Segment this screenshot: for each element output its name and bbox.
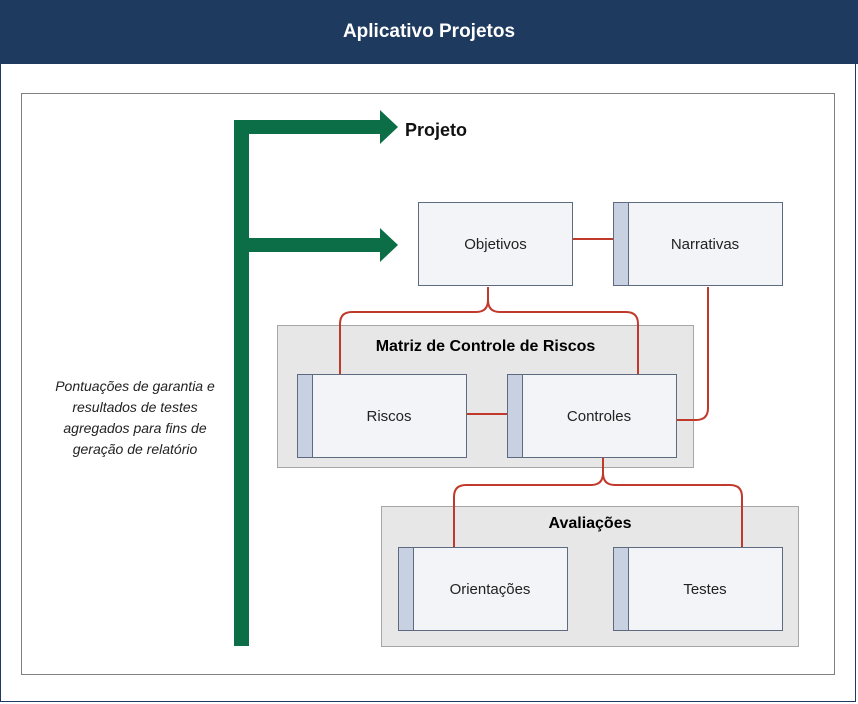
box-objetivos: Objetivos: [418, 202, 573, 286]
app-header: Aplicativo Projetos: [0, 0, 858, 64]
connector-controles-orientacoes: [453, 458, 604, 547]
box-riscos-label: Riscos: [366, 407, 412, 425]
box-controles-bar: [508, 375, 523, 457]
box-orientacoes-bar: [399, 548, 414, 630]
matriz-group-title: Matriz de Controle de Riscos: [375, 338, 596, 355]
green-arrow-top-shaft: [234, 120, 384, 134]
box-controles-label: Controles: [566, 407, 632, 425]
connector-narrativas-controles: [676, 287, 709, 421]
box-narrativas: Narrativas: [613, 202, 783, 286]
box-controles: Controles: [507, 374, 677, 458]
box-riscos: Riscos: [297, 374, 467, 458]
projeto-label: Projeto: [405, 120, 468, 140]
green-arrow-middle-head: [380, 228, 398, 262]
connector-objetivos-controles: [487, 299, 639, 374]
avaliacoes-group-title: Avaliações: [548, 515, 632, 532]
box-objetivos-label: Objetivos: [464, 235, 527, 253]
box-orientacoes-label: Orientações: [449, 580, 531, 598]
box-testes-label: Testes: [683, 580, 727, 598]
app-title: Aplicativo Projetos: [342, 21, 516, 42]
box-narrativas-bar: [614, 203, 629, 285]
connector-objetivos-riscos: [339, 287, 489, 374]
side-note: Pontuações de garantia e resultados de t…: [55, 378, 215, 457]
box-riscos-bar: [298, 375, 313, 457]
box-narrativas-label: Narrativas: [670, 235, 740, 253]
green-vertical-bar: [234, 120, 249, 646]
box-testes: Testes: [613, 547, 783, 631]
box-testes-bar: [614, 548, 629, 630]
green-arrow-middle-shaft: [234, 238, 384, 252]
connector-controles-testes: [602, 472, 743, 547]
green-arrow-top-head: [380, 110, 398, 144]
box-orientacoes: Orientações: [398, 547, 568, 631]
